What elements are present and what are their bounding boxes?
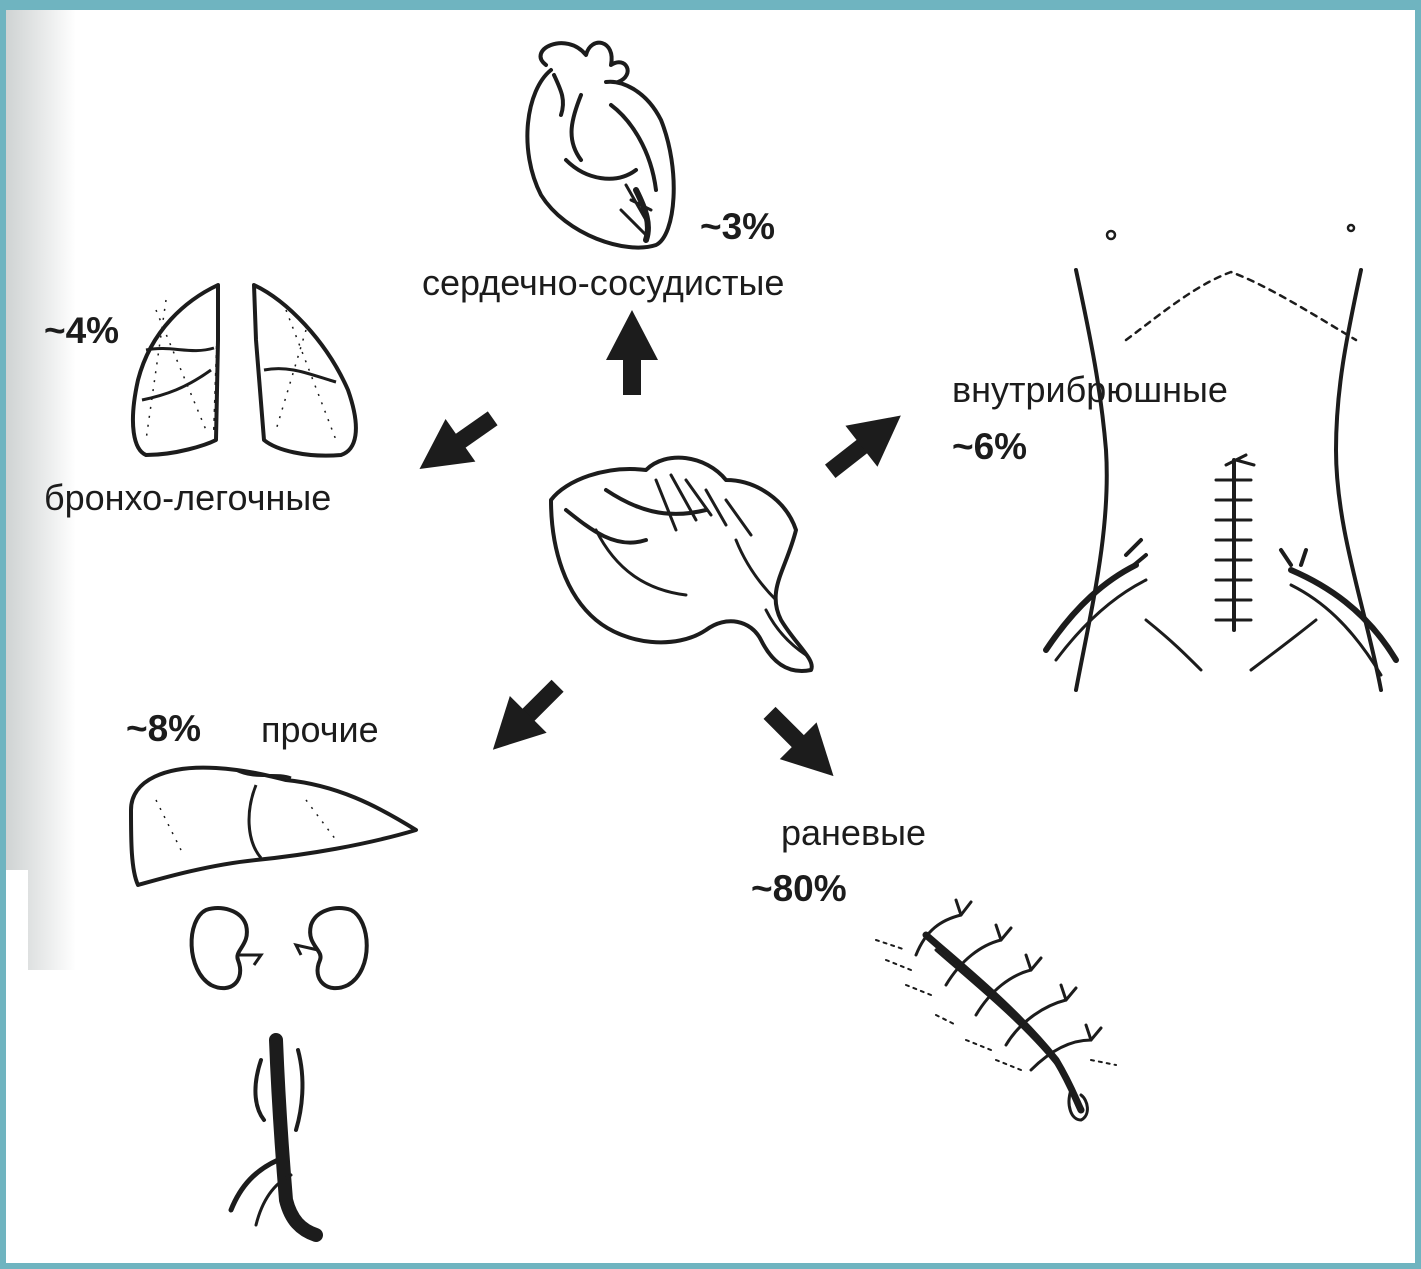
- arrow-to-wound: [752, 694, 852, 794]
- arrow-to-broncho: [405, 397, 508, 491]
- wound-percent: ~80%: [751, 870, 847, 907]
- wound-suture-icon: [876, 900, 1116, 1120]
- cardio-label: сердечно-сосудистые: [422, 265, 784, 301]
- illustrations: [6, 10, 1415, 1263]
- arrow-to-abdominal: [814, 395, 917, 491]
- lungs-icon: [133, 285, 356, 456]
- wound-label: раневые: [781, 815, 926, 851]
- heart-icon: [527, 43, 673, 248]
- abdominal-percent: ~6%: [952, 428, 1027, 465]
- arrow-to-other: [475, 667, 576, 768]
- other-label: прочие: [261, 712, 379, 748]
- abdominal-label: внутрибрюшные: [952, 372, 1228, 408]
- arrow-to-cardio: [606, 310, 658, 395]
- other-percent: ~8%: [126, 710, 201, 747]
- stomach-icon: [551, 458, 812, 671]
- vessel-icon: [231, 1040, 316, 1235]
- kidney-icon: [192, 908, 367, 988]
- broncho-percent: ~4%: [44, 312, 119, 349]
- diagram-frame: ~3% сердечно-сосудистые ~4% бронхо-легоч…: [6, 10, 1415, 1263]
- liver-icon: [131, 768, 416, 885]
- cardio-percent: ~3%: [700, 208, 775, 245]
- broncho-label: бронхо-легочные: [44, 480, 331, 516]
- abdomen-icon: [1046, 225, 1396, 690]
